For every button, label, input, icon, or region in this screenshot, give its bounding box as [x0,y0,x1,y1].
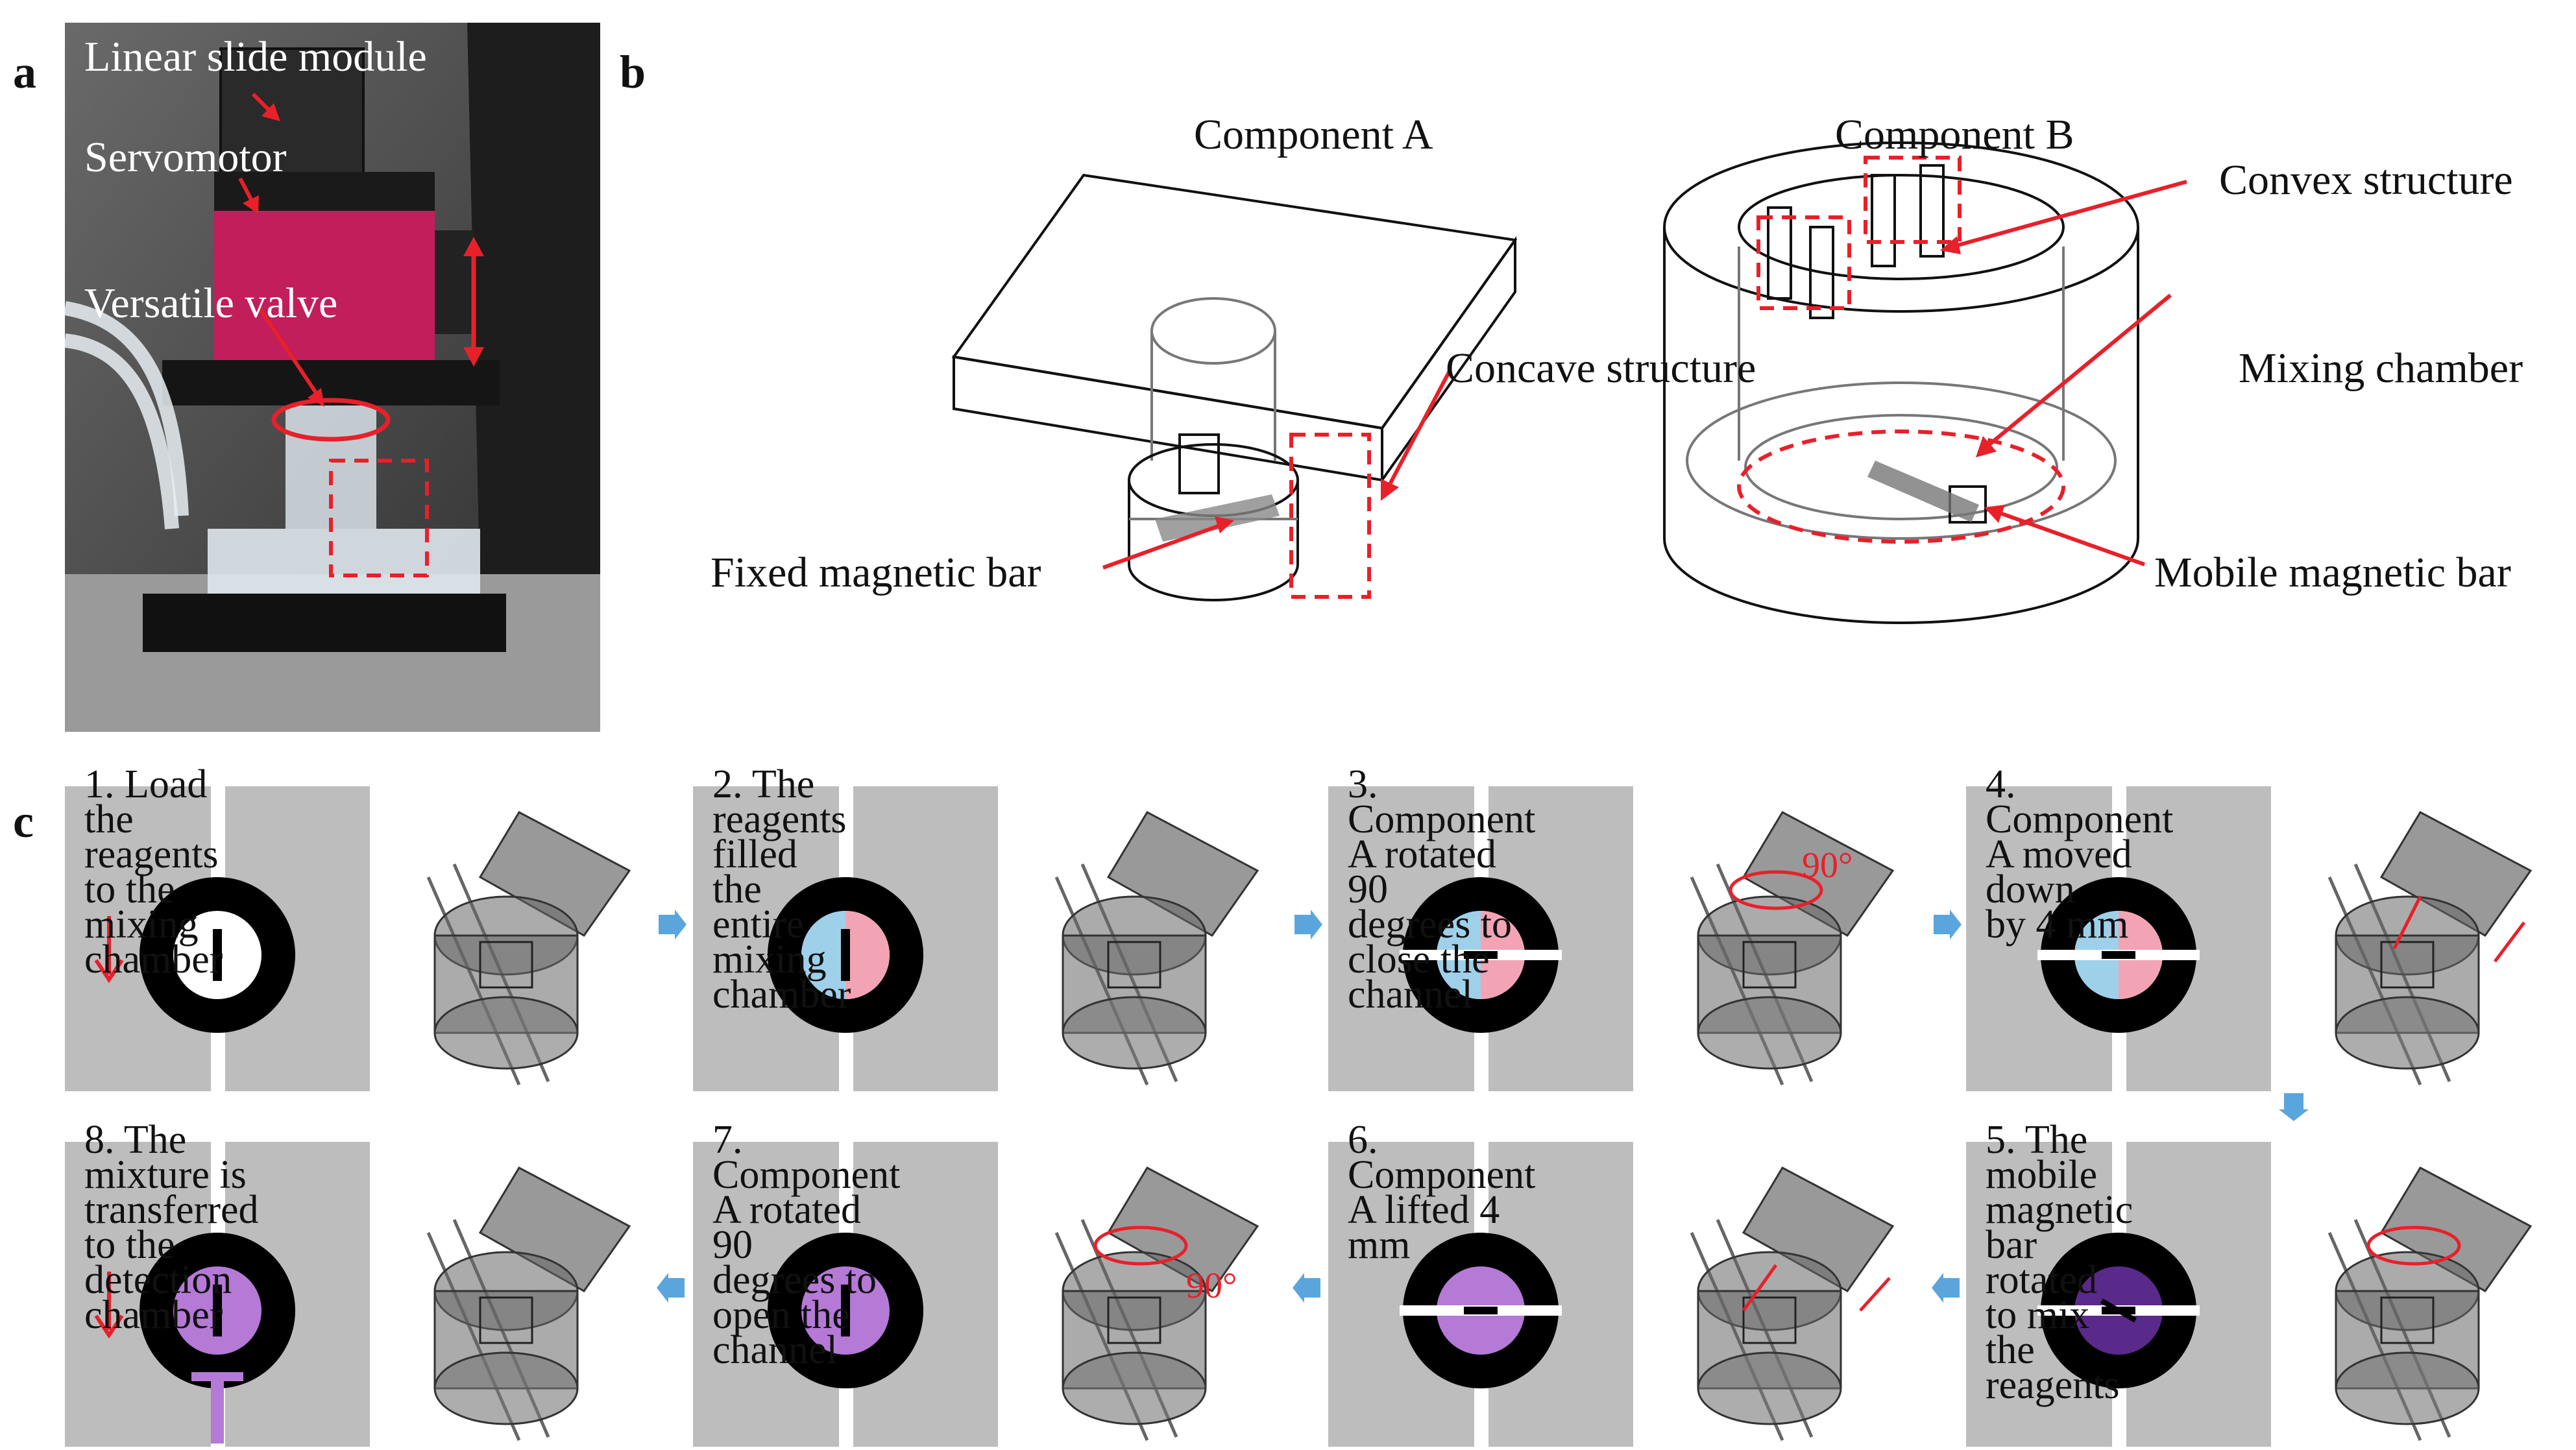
flow-arrow-7 [657,1273,685,1303]
step-8-label: 8. The mixture is transferred to the det… [84,1118,259,1337]
label-convex: Convex structure [2219,156,2513,204]
panel-letter-c: c [13,795,34,847]
valve-highlight-box [329,459,429,577]
label-linear-slide: Linear slide module [84,33,427,80]
step-3-valve-sketch [1690,811,1895,1086]
step-8-valve-sketch [426,1166,631,1442]
component-a-drawing [951,173,1518,601]
concave-highlight-box [1289,433,1371,599]
label-servomotor: Servomotor [84,134,287,181]
step-4-valve-sketch [2327,811,2533,1086]
flow-arrow-5 [1932,1273,1960,1303]
step-6-diagram [1328,1142,1895,1447]
label-concave: Concave structure [1446,344,1756,392]
step-4-label: 4. Component A moved down by 4 mm [1986,762,2174,947]
device-photo: Linear slide module Servomotor Versatile… [65,23,600,732]
convex-highlight-box-2 [1756,215,1851,310]
step-3-label: 3. Component A rotated 90 degrees to clo… [1348,762,1536,1017]
mixing-arrow [1984,293,2172,450]
mobile-bar-arrow [1997,511,2146,566]
step-1-label: 1. Load the reagents to the mixing chamb… [84,762,223,982]
flow-arrow-4 [2279,1093,2309,1121]
convex-arrow [1952,180,2187,248]
flow-arrow-6 [1293,1273,1320,1303]
flow-arrow-3 [1934,910,1962,939]
flow-arrow-1 [659,910,687,939]
panel-letter-b: b [620,46,646,98]
step-5-diagram [1966,1142,2533,1447]
component-b-title: Component B [1835,111,2074,158]
step-6-valve-sketch [1690,1166,1895,1442]
step-3-diagram: 90° [1328,786,1895,1091]
step-6-label: 6. Component A lifted 4 mm [1348,1118,1536,1267]
flow-arrow-2 [1294,910,1322,939]
components-diagram [951,141,2187,624]
step-3-angle-label: 90° [1802,845,1853,886]
step-7-diagram: 90° [693,1142,1259,1447]
step-2-valve-sketch [1054,811,1259,1086]
convex-highlight-box-1 [1864,156,1962,244]
mobile-magnetic-bar-shape [1867,461,1979,522]
concave-arrow [1387,369,1452,488]
step-7-angle-label: 90° [1186,1266,1237,1306]
mixing-chamber-highlight [1737,429,2065,544]
step-8-diagram [65,1142,631,1447]
device-photo-drawing [65,23,600,732]
label-mobile-bar: Mobile magnetic bar [2154,549,2511,596]
step-1-valve-sketch [426,811,631,1086]
step-5-label: 5. The mobile magnetic bar rotated to mi… [1986,1118,2133,1407]
label-mixing: Mixing chamber [2239,344,2523,392]
label-fixed-bar: Fixed magnetic bar [711,549,1041,596]
label-versatile-valve: Versatile valve [84,280,338,327]
step-2-diagram [693,786,1259,1091]
fixed-bar-arrow [1102,524,1221,570]
panel-letter-a: a [13,46,36,98]
component-a-title: Component A [1194,111,1433,158]
step-7-valve-sketch [1054,1166,1259,1442]
step-2-label: 2. The reagents filled the entire mixing… [712,762,851,1017]
step-1-diagram [65,786,631,1091]
component-b-drawing [1663,141,2139,624]
step-4-diagram [1966,786,2533,1091]
valve-highlight-ellipse [271,398,391,442]
step-7-label: 7. Component A rotated 90 degrees to ope… [712,1118,901,1372]
step-5-valve-sketch [2327,1166,2533,1442]
